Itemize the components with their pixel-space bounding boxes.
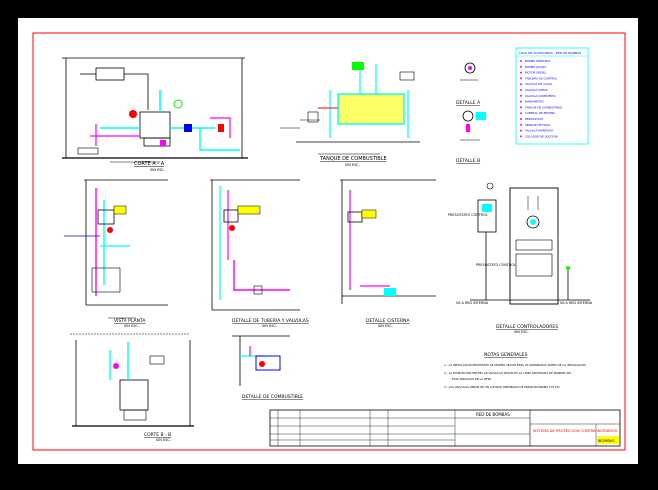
note-1: 1.- LA INSTALACION PROPUESTA SE DISEÑO S… xyxy=(444,362,586,367)
legend-marker xyxy=(520,71,522,74)
legend-title: LISTA DE ACCESORIOS - RED DE BOMBAS xyxy=(519,51,581,55)
legend-item: BOMBA JOCKEY xyxy=(525,65,547,69)
vista-planta-scale: SIN ESC. xyxy=(124,324,139,328)
tanque-scale: SIN ESC. xyxy=(345,163,360,167)
view-tanque: TANQUE DE COMBUSTIBLE SIN ESC. xyxy=(280,62,420,167)
detalle-b-title: DETALLE B xyxy=(456,158,480,164)
general-notes: NOTAS GENERALES 1.- LA INSTALACION PROPU… xyxy=(444,352,586,389)
project-name: RED DE BOMBAS xyxy=(476,412,510,417)
project-description: SISTEMA DE PROTECCION CONTRA INCENDIOS xyxy=(533,429,618,433)
legend-marker xyxy=(520,65,522,68)
legend-marker xyxy=(520,106,522,109)
legend-item: PRESOSTATO xyxy=(525,117,544,121)
title-block: RED DE BOMBAS SISTEMA DE PROTECCION CONT… xyxy=(269,409,621,447)
legend-marker xyxy=(520,89,522,91)
drawing-sheet xyxy=(18,18,638,464)
presostat-label-1: PRESOSTATO CONTROL xyxy=(448,213,488,217)
view-detalle-tuberia: DETALLE DE TUBERIA Y VALVULAS SIN ESC. xyxy=(210,179,309,328)
sheet-frame xyxy=(32,32,626,451)
view-detalle-controladores: PRESOSTATO CONTROL PRESOSTATO CONTROL VA… xyxy=(448,182,593,334)
legend-item: VALVULA DE ALIVIO xyxy=(525,82,553,86)
legend-marker xyxy=(520,129,522,132)
legend-marker xyxy=(520,83,522,86)
legend-item: MANOMETRO xyxy=(525,100,544,104)
view-vista-planta: VISTA PLANTA SIN ESC. xyxy=(64,179,168,328)
legend-item: CABEZAL DE PRUEBA xyxy=(525,111,555,115)
legend-item: TABLERO DE CONTROL xyxy=(524,76,558,80)
legend-item: SENSOR DE FLUJO xyxy=(525,123,551,127)
legend-marker xyxy=(520,60,522,62)
corte-aa-scale: SIN ESC. xyxy=(150,168,165,172)
note-2b: ESTA INDICADO EN LA NFPA xyxy=(452,377,491,381)
vista-planta-title: VISTA PLANTA xyxy=(114,318,146,324)
legend-marker xyxy=(520,123,522,126)
legend-item: MOTOR DIESEL xyxy=(525,71,547,75)
view-detalle-cisterna: DETALLE CISTERNA SIN ESC. xyxy=(340,179,436,328)
corte-bb-scale: SIN ESC. xyxy=(156,438,171,442)
legend-marker xyxy=(520,118,522,120)
detalle-cisterna-scale: SIN ESC. xyxy=(378,324,393,328)
view-corte-bb: CORTE B - B SIN ESC. xyxy=(70,333,194,442)
a-red-label-1: VA A RED INTERNA xyxy=(456,301,489,305)
legend-item: VALVULA CHECK xyxy=(525,88,548,92)
legend-item: BOMBA PRINCIPAL xyxy=(525,59,551,63)
view-corte-aa: CORTE A - A SIN ESC. xyxy=(62,57,248,172)
legend-item: COLADOR DE SUCCION xyxy=(525,134,558,138)
view-detalles-ab: DETALLE A DETALLE B xyxy=(456,62,486,164)
detalle-cisterna-title: DETALLE CISTERNA xyxy=(366,318,410,324)
view-detalle-combustible: DETALLE DE COMBUSTIBLE xyxy=(232,335,303,400)
detalle-combustible-title: DETALLE DE COMBUSTIBLE xyxy=(242,394,303,400)
tanque-title: TANQUE DE COMBUSTIBLE xyxy=(319,156,387,162)
notes-title: NOTAS GENERALES xyxy=(484,352,528,358)
legend-item: VALVULA COMPUERTA xyxy=(525,94,556,98)
legend-marker xyxy=(520,112,522,115)
detalle-control-scale: SIN ESC. xyxy=(514,330,529,334)
legend-marker xyxy=(520,77,522,80)
corte-aa-title: CORTE A - A xyxy=(134,161,165,167)
note-3: 3.- LAS VALVULAS SERAN DE UN LISTADO APR… xyxy=(444,385,560,389)
a-red-label-2: VA A RED INTERNA xyxy=(560,301,593,305)
presostat-label-2: PRESOSTATO CONTROL xyxy=(476,263,516,267)
sheet-code: IBOMBAS xyxy=(598,439,615,443)
note-2: 2.- LA DISPOSICION ENTRE LAS VALVULAS SE… xyxy=(444,371,572,375)
legend-box: LISTA DE ACCESORIOS - RED DE BOMBAS BOMB… xyxy=(515,47,589,145)
detalle-tuberia-title: DETALLE DE TUBERIA Y VALVULAS xyxy=(232,318,309,324)
legend-item: VALVULA MARIPOSA xyxy=(525,129,553,133)
detalle-control-title: DETALLE CONTROLADORES xyxy=(496,324,558,330)
legend-marker xyxy=(520,135,522,138)
legend-marker xyxy=(520,100,522,103)
detalle-tuberia-scale: SIN ESC. xyxy=(262,324,277,328)
corte-bb-title: CORTE B - B xyxy=(144,432,171,438)
legend-item: TANQUE DE COMBUSTIBLE xyxy=(524,105,563,109)
legend-marker xyxy=(520,94,522,97)
detalle-a-title: DETALLE A xyxy=(456,100,481,106)
